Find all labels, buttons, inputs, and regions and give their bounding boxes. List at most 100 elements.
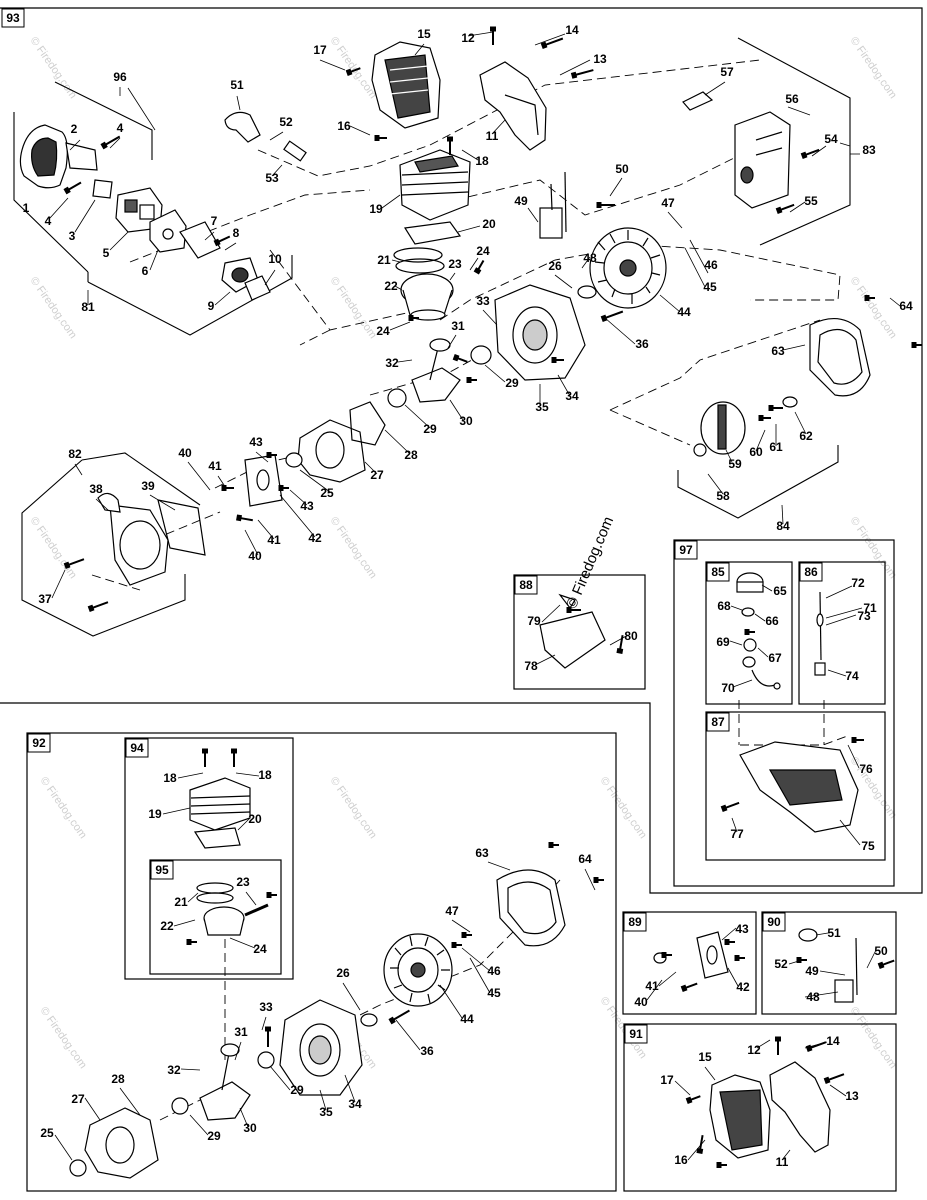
screw-20 [768,405,783,411]
screw-27 [87,601,109,613]
screw-35 [186,939,197,945]
part-label-54: 54 [824,132,838,146]
seal-26 [577,285,597,299]
group-90-frame [761,911,897,1015]
part-69 [742,656,756,668]
watermark-text-10: © Firedog.com [328,775,379,841]
crankshaft-30 [411,338,461,403]
flywheel-44-group92 [383,933,453,1007]
part-label-14: 14 [565,23,579,37]
svg-text:90: 90 [767,915,781,929]
screw-15 [551,357,564,363]
group-id-87: 87 [706,712,730,732]
part-label-49-2: 49 [805,964,819,978]
part-label-26: 26 [548,259,562,273]
part-label-44-2: 44 [460,1012,474,1026]
screw-53 [716,1162,727,1168]
part-label-31-2: 31 [234,1025,248,1039]
part-label-7: 7 [211,214,218,228]
screw-32 [720,801,740,813]
watermark-text-6: © Firedog.com [28,515,79,581]
screw-39 [451,942,462,948]
part-79 [558,593,576,610]
part-label-79: 79 [527,614,541,628]
part-label-25-2: 25 [40,1126,54,1140]
part-label-23-2: 23 [236,875,250,889]
bracket-81-left [13,112,89,273]
ring-21b [395,258,445,274]
ring-21d [196,892,234,904]
screw-19 [911,342,922,348]
screw-11 [452,353,468,363]
screw-31 [851,737,864,743]
screw-26 [63,558,85,570]
part-label-40: 40 [178,446,192,460]
muffler-cover-11-group91 [769,1061,831,1153]
gasket-28 [349,401,386,446]
part-label-39: 39 [141,479,155,493]
screw-18 [864,295,875,301]
screw-14 [600,310,624,323]
part-labels: 1234456789101112131415161718192021222324… [23,23,913,1169]
bracket-84 [677,445,839,519]
part-label-34: 34 [565,389,579,403]
screw-23 [278,485,289,491]
part-label-35-2: 35 [319,1105,333,1119]
part-label-56: 56 [785,92,799,106]
screw-6 [540,37,564,50]
part-label-40-2: 40 [248,549,262,563]
part-label-28-2: 28 [111,1072,125,1086]
screw-41 [548,842,559,848]
muffler-cover-11 [479,61,547,151]
screw-21 [758,415,771,421]
part-label-9: 9 [208,299,215,313]
part-label-12-2: 12 [747,1043,761,1057]
part-label-46-2: 46 [487,964,501,978]
part-label-43: 43 [249,435,263,449]
part-label-10: 10 [268,252,282,266]
part-65 [736,572,764,593]
part-label-1: 1 [23,201,30,215]
group-86-frame [798,561,886,705]
screw-34 [231,748,237,767]
watermark-text-8: © Firedog.com [848,515,899,581]
part-label-59: 59 [728,457,742,471]
spark-plug-boot [224,111,307,162]
muffler-15 [371,41,441,129]
group-94-frame [124,737,294,980]
part-label-68: 68 [717,599,731,613]
part-label-63: 63 [771,344,785,358]
part-label-43-3: 43 [735,922,749,936]
part-label-51-2: 51 [827,926,841,940]
group-id-91: 91 [624,1024,648,1044]
part-label-61: 61 [769,440,783,454]
group-id-97: 97 [674,540,698,560]
svg-text:93: 93 [6,11,20,25]
part-label-62: 62 [799,429,813,443]
screw-16 [800,148,820,160]
part-label-64: 64 [899,299,913,313]
part-label-18: 18 [475,154,489,168]
part-label-13: 13 [593,52,607,66]
assembly-brackets [13,37,851,637]
group-id-92: 92 [27,733,51,753]
part-label-44: 44 [677,305,691,319]
group-id-90: 90 [762,912,786,932]
part-label-77: 77 [730,827,744,841]
gasket-7 [179,221,221,259]
part-label-2: 2 [71,122,78,136]
group-id-88: 88 [514,575,538,595]
fastener-layer [63,26,922,1168]
watermark-text-9: © Firedog.com [38,775,89,841]
air-filter-pad [92,179,113,199]
group-id-89: 89 [623,912,647,932]
part-label-53: 53 [265,171,279,185]
group-id-86: 86 [799,562,823,582]
part-label-3: 3 [69,229,76,243]
gasket-20 [403,221,462,245]
watermark-text-11: © Firedog.com [598,775,649,841]
screw-45 [724,939,735,945]
screw-3 [345,67,361,77]
group-id-95: 95 [150,860,174,880]
